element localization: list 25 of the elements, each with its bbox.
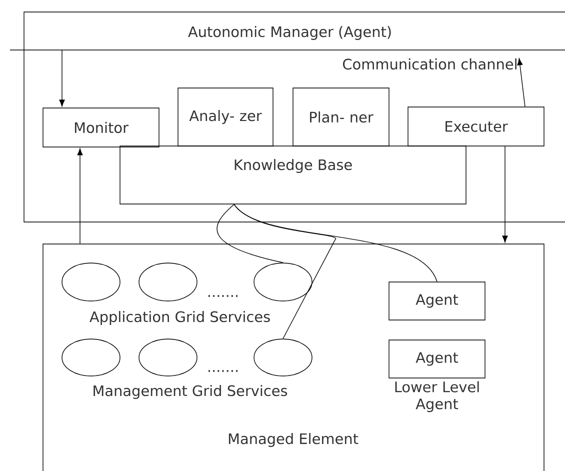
group-label: Management Grid Services — [94, 385, 288, 399]
channel-label: Communication channel — [343, 58, 516, 70]
service-ellipse — [254, 262, 312, 302]
group-label: Application Grid Services — [90, 311, 270, 325]
arrow — [77, 148, 83, 244]
arrow — [59, 50, 65, 107]
planner-box: Plan- ner — [292, 88, 390, 146]
agent-box: Agent — [388, 340, 486, 378]
knowledge-base-box: Knowledge Base — [120, 146, 466, 204]
ellipsis-dots: ....... — [208, 295, 238, 297]
connector-line — [216, 204, 284, 263]
arrow — [517, 58, 526, 107]
service-ellipse — [138, 262, 198, 302]
agent-caption: Lower Level Agent — [395, 381, 479, 412]
executer-box: Executer — [408, 106, 544, 146]
service-ellipse — [138, 338, 198, 376]
ellipsis-dots: ....... — [208, 370, 238, 372]
agent-box: Agent — [388, 282, 486, 320]
service-ellipse — [254, 338, 312, 376]
service-ellipse — [62, 262, 120, 302]
monitor-box: Monitor — [42, 108, 160, 148]
connector-line — [234, 204, 438, 282]
service-ellipse — [62, 338, 120, 376]
analyzer-box: Analy- zer — [178, 88, 274, 146]
arrow — [502, 146, 508, 243]
